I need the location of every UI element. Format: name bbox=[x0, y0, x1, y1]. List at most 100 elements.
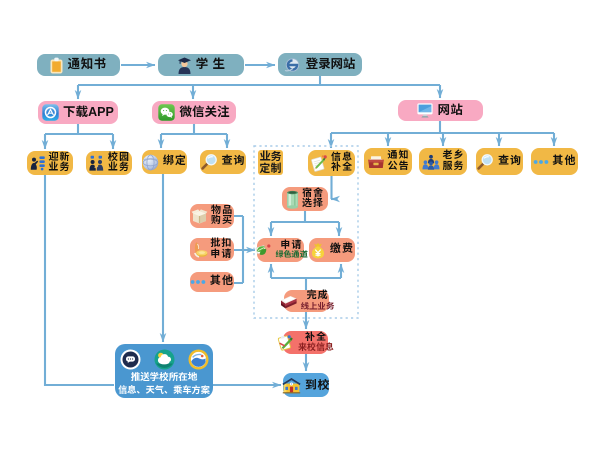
campus-service-icon bbox=[88, 155, 105, 171]
node-label-line2: 申请 bbox=[210, 248, 233, 260]
node-deduct-apply: 批扣申请 bbox=[190, 238, 234, 261]
dots-icon bbox=[190, 279, 206, 285]
node-label-line2: 公告 bbox=[387, 160, 410, 172]
chat-circle-icon bbox=[120, 349, 141, 370]
node-label: 通知书 bbox=[67, 57, 107, 72]
people-group-icon bbox=[422, 154, 440, 170]
node-notice-board: 通知公告 bbox=[364, 148, 412, 175]
node-label: 登录网站 bbox=[305, 56, 356, 71]
node-fellow-service: 老乡服务 bbox=[419, 148, 467, 175]
node-label-line1: 补全 bbox=[305, 331, 327, 343]
node-label: 下载APP bbox=[63, 104, 114, 119]
carton-box-icon bbox=[191, 208, 208, 224]
line-dorm-split bbox=[271, 211, 339, 224]
weather-circle-icon bbox=[154, 349, 175, 370]
node-label: 查询 bbox=[221, 155, 246, 168]
node-label-line1: 校园 bbox=[108, 151, 130, 163]
node-label-lines: 申请绿色通道 bbox=[276, 239, 308, 260]
line-website-split bbox=[331, 121, 554, 135]
node-push-info: 推送学校所在地 信息、天气、乘车方案 bbox=[115, 344, 213, 398]
node-label: 其他 bbox=[210, 275, 234, 288]
node-fill-info: 补全来校信息 bbox=[277, 331, 334, 354]
node-welcome-service: 迎新业务 bbox=[27, 151, 73, 175]
node-label: 到校 bbox=[305, 377, 331, 392]
push-icons-row bbox=[120, 349, 209, 370]
node-label-line1: 业务 bbox=[259, 150, 282, 163]
node-finish-online: 完成线上业务 bbox=[280, 290, 335, 312]
node-label-line2: 业务 bbox=[48, 162, 71, 173]
node-label-lines: 迎新业务 bbox=[48, 151, 71, 174]
node-label-line1: 申请 bbox=[280, 239, 303, 251]
ledger-icon bbox=[279, 294, 298, 309]
node-download-app: 下载APP bbox=[38, 101, 118, 124]
node-label-lines: 通知公告 bbox=[387, 150, 410, 172]
node-label-line2: 服务 bbox=[442, 160, 465, 172]
push-label-line1: 推送学校所在地 bbox=[130, 372, 198, 383]
student-icon bbox=[177, 57, 192, 74]
wechat-icon bbox=[158, 104, 176, 121]
biz-custom-dashed-region bbox=[253, 145, 359, 319]
node-label-line1: 宿舍 bbox=[302, 187, 324, 199]
node-label-line2: 来校信息 bbox=[298, 342, 335, 353]
node-biz-custom: 业务 定制 bbox=[258, 150, 283, 175]
push-label-lines: 推送学校所在地 信息、天气、乘车方案 bbox=[118, 373, 210, 396]
node-label-line2: 线上业务 bbox=[300, 300, 335, 311]
push-label-line2: 信息、天气、乘车方案 bbox=[118, 384, 210, 395]
node-label-line1: 完成 bbox=[306, 290, 329, 302]
line-welcome-to-push bbox=[43, 175, 114, 387]
node-label-line2: 补全 bbox=[331, 162, 353, 173]
node-student: 学 生 bbox=[158, 54, 244, 76]
node-query-wechat: 查询 bbox=[200, 150, 246, 174]
node-query-web: 查询 bbox=[476, 148, 523, 175]
node-label-line1: 物品 bbox=[211, 204, 233, 216]
node-label: 绑定 bbox=[163, 155, 187, 168]
magnifier-icon bbox=[200, 154, 218, 170]
node-label-line2: 定制 bbox=[259, 162, 282, 175]
appstore-icon bbox=[42, 104, 59, 121]
welcome-service-icon bbox=[30, 155, 46, 171]
node-label-lines: 补全来校信息 bbox=[298, 331, 335, 353]
hand-gold-icon bbox=[192, 241, 208, 258]
node-website: 网站 bbox=[398, 100, 483, 121]
node-label-line2: 选择 bbox=[302, 198, 324, 209]
pen-paper-icon bbox=[310, 154, 328, 172]
monitor-icon bbox=[417, 103, 434, 118]
ie-browser-icon bbox=[284, 57, 301, 73]
node-label-lines: 信息补全 bbox=[331, 152, 353, 174]
node-campus-service: 校园业务 bbox=[86, 151, 132, 175]
node-label: 网站 bbox=[437, 102, 464, 117]
travel-circle-icon bbox=[188, 349, 209, 370]
node-label-line2: 购买 bbox=[211, 215, 233, 226]
node-bind: 绑定 bbox=[142, 150, 187, 174]
cylinder-icon bbox=[286, 190, 299, 209]
node-label-line1: 批扣 bbox=[210, 238, 233, 249]
node-label-lines: 批扣申请 bbox=[210, 238, 233, 260]
node-label-line2: 业务 bbox=[108, 162, 130, 173]
node-dorm-select: 宿舍选择 bbox=[282, 187, 328, 211]
node-label-line1: 通知 bbox=[387, 150, 410, 161]
node-label-lines: 完成线上业务 bbox=[301, 291, 335, 310]
node-label-lines: 校园业务 bbox=[108, 151, 130, 174]
node-label: 查询 bbox=[498, 154, 522, 167]
clipboard-icon bbox=[50, 57, 63, 74]
node-label: 学 生 bbox=[195, 57, 226, 72]
node-label-line1: 迎新 bbox=[48, 151, 71, 163]
node-info-complete: 信息补全 bbox=[308, 150, 355, 176]
node-label: 其他 bbox=[552, 154, 577, 167]
magnifier-icon bbox=[477, 153, 494, 170]
node-label-lines: 老乡服务 bbox=[442, 150, 465, 172]
line-wechat-split bbox=[161, 124, 227, 136]
schoolhouse-icon bbox=[282, 377, 301, 394]
node-login: 登录网站 bbox=[278, 53, 362, 76]
node-label: 微信关注 bbox=[179, 104, 230, 119]
line-app-split bbox=[45, 124, 113, 136]
file-box-icon bbox=[367, 154, 385, 169]
node-label-line1: 老乡 bbox=[442, 150, 465, 161]
node-arrive: 到校 bbox=[282, 373, 331, 397]
globe-icon bbox=[142, 154, 159, 171]
node-label-lines: 宿舍选择 bbox=[302, 187, 324, 210]
node-label: 缴费 bbox=[330, 243, 354, 256]
node-wechat-follow: 微信关注 bbox=[152, 101, 236, 124]
